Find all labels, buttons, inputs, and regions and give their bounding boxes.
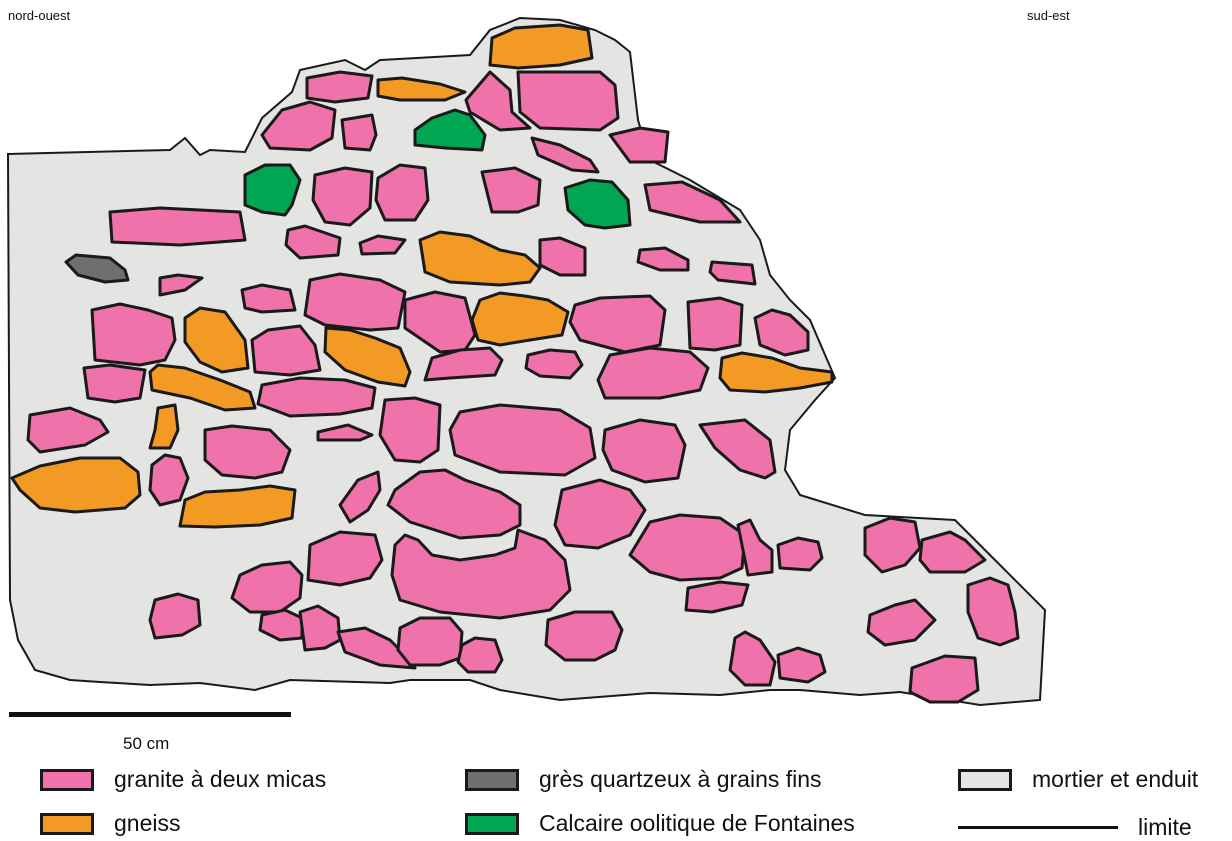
stone-granite bbox=[258, 378, 375, 416]
legend-label-granite: granite à deux micas bbox=[114, 766, 326, 793]
legend-label-gres: grès quartzeux à grains fins bbox=[539, 766, 822, 793]
legend-swatch-mortier bbox=[958, 769, 1012, 791]
legend-swatch-limite bbox=[958, 826, 1118, 829]
stone-granite bbox=[242, 285, 295, 312]
stone-granite bbox=[778, 538, 822, 570]
scale-label: 50 cm bbox=[123, 734, 169, 754]
legend-label-gneiss: gneiss bbox=[114, 810, 180, 837]
legend-item-calcaire: Calcaire oolitique de Fontaines bbox=[465, 810, 855, 837]
stone-granite bbox=[482, 168, 540, 212]
legend-item-mortier: mortier et enduit bbox=[958, 766, 1198, 793]
stone-granite bbox=[598, 348, 708, 398]
stone-granite bbox=[150, 455, 188, 505]
stone-granite bbox=[84, 365, 145, 402]
legend-label-calcaire: Calcaire oolitique de Fontaines bbox=[539, 810, 855, 837]
legend-item-granite: granite à deux micas bbox=[40, 766, 326, 793]
stone-granite bbox=[308, 532, 382, 585]
stone-granite bbox=[376, 165, 428, 220]
stone-granite bbox=[920, 532, 985, 572]
stone-calcaire bbox=[245, 165, 300, 215]
stone-granite bbox=[518, 72, 618, 130]
stone-granite bbox=[398, 618, 462, 665]
stone-granite bbox=[110, 208, 245, 245]
legend-swatch-calcaire bbox=[465, 813, 519, 835]
stone-granite bbox=[526, 350, 582, 378]
stone-granite bbox=[603, 420, 685, 482]
legend-swatch-gneiss bbox=[40, 813, 94, 835]
legend-swatch-granite bbox=[40, 769, 94, 791]
stone-granite bbox=[778, 648, 825, 682]
stone-granite bbox=[342, 115, 376, 150]
stone-granite bbox=[546, 612, 622, 660]
stone-granite bbox=[688, 298, 742, 350]
stone-granite bbox=[458, 638, 502, 672]
stone-gneiss bbox=[490, 25, 592, 68]
legend-label-mortier: mortier et enduit bbox=[1032, 766, 1198, 793]
legend-item-gres: grès quartzeux à grains fins bbox=[465, 766, 822, 793]
stone-granite bbox=[630, 515, 745, 580]
legend-item-limite: limite bbox=[1138, 814, 1192, 841]
legend-label-limite: limite bbox=[1138, 814, 1192, 841]
legend-swatch-gres bbox=[465, 769, 519, 791]
legend-item-gneiss: gneiss bbox=[40, 810, 180, 837]
scale-bar bbox=[9, 712, 291, 717]
stone-granite bbox=[710, 262, 755, 284]
stone-granite bbox=[380, 398, 440, 462]
stone-granite bbox=[307, 72, 372, 102]
